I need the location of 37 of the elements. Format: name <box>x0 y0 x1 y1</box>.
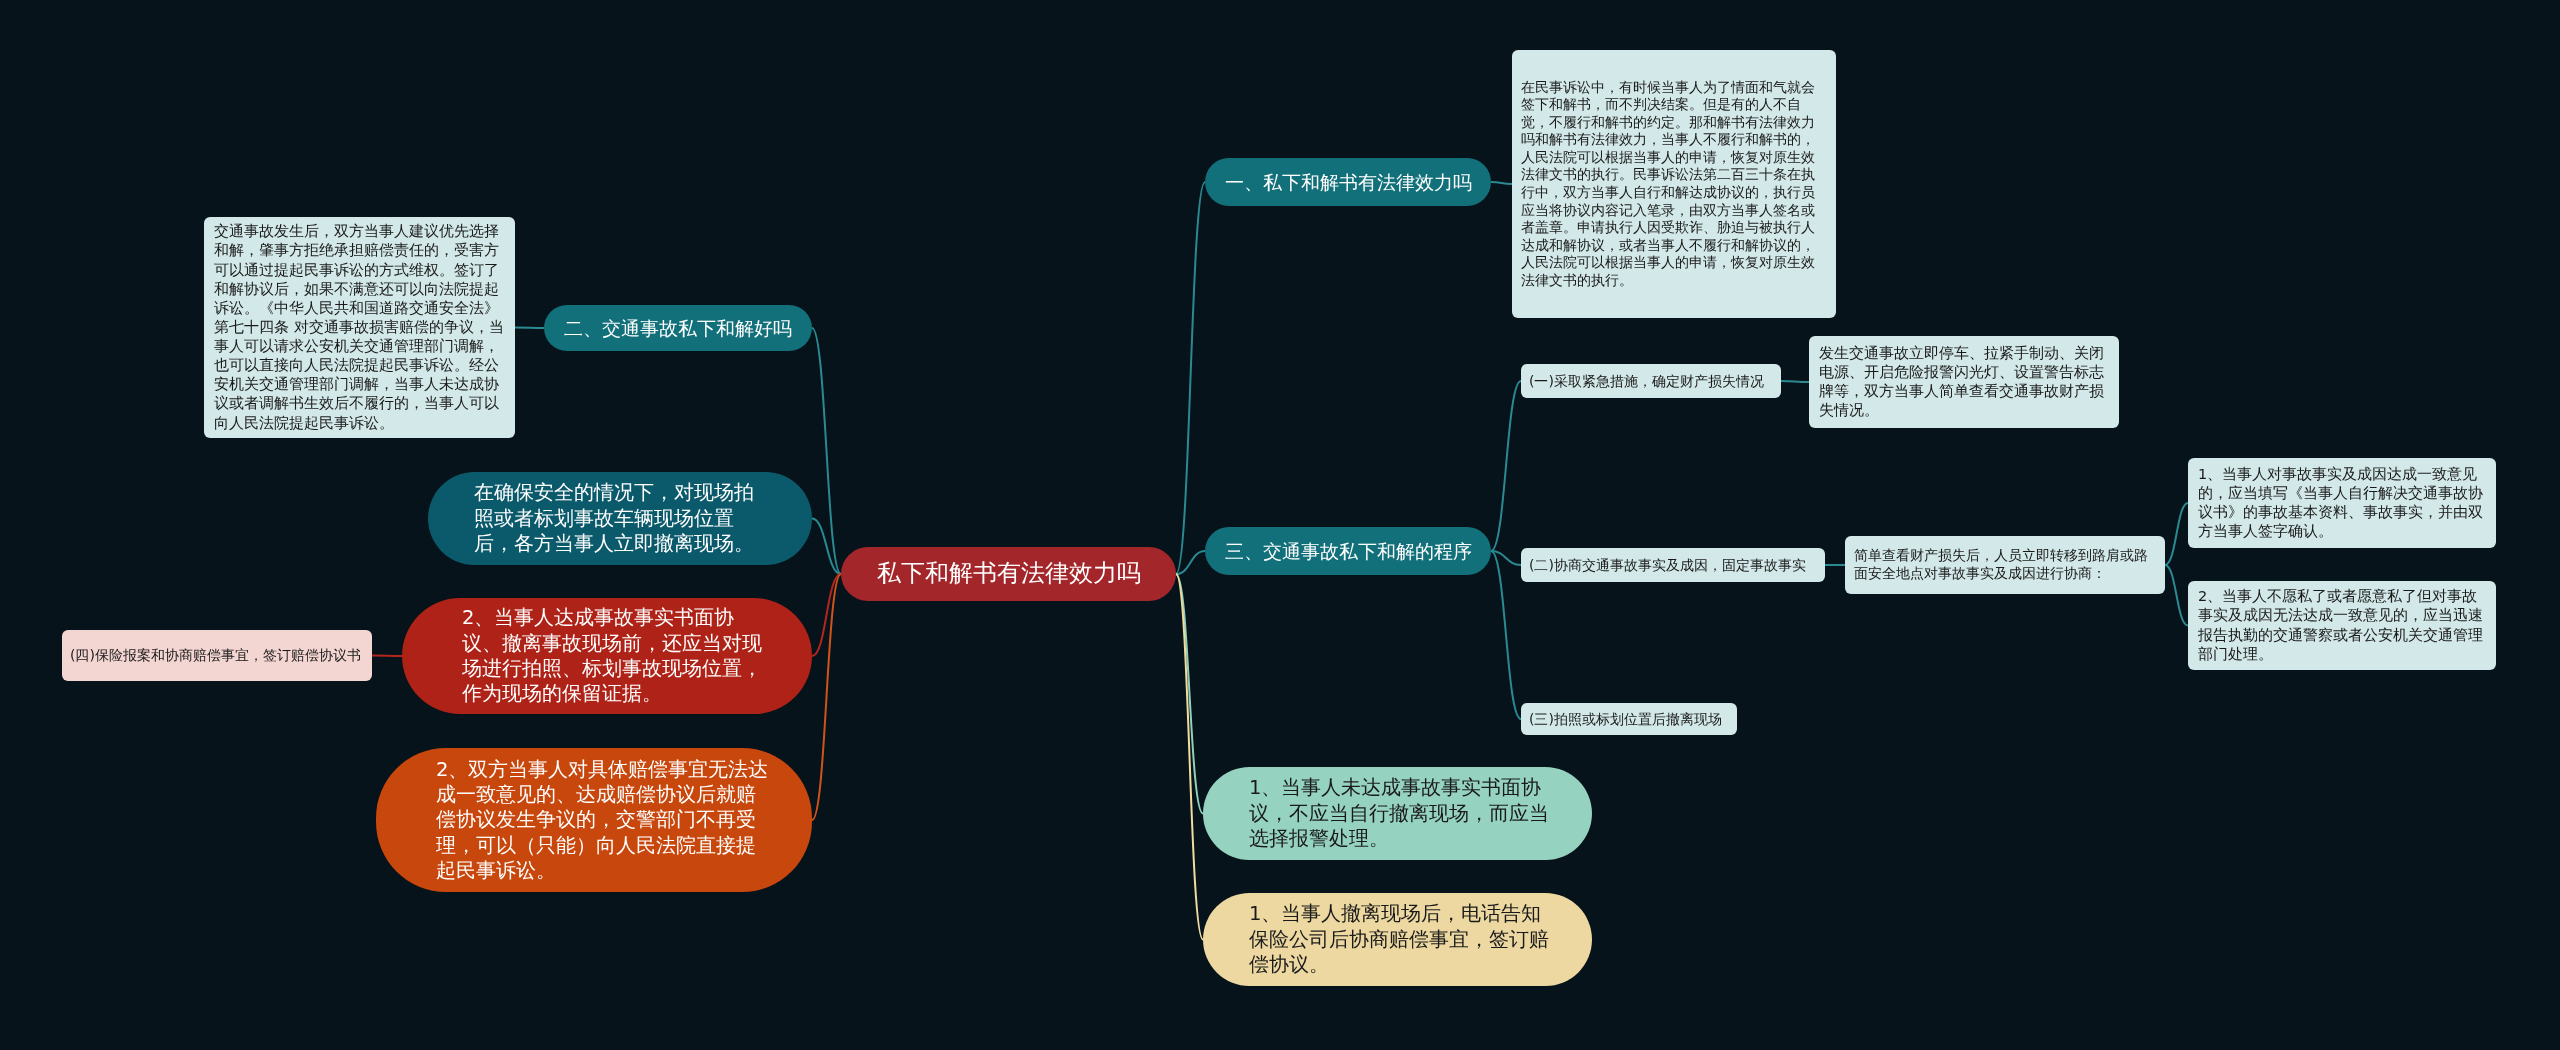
connector-line <box>514 326 545 329</box>
topic-pill: 1、当事人未达成事故事实书面协议，不应当自行撤离现场，而应当选择报警处理。 <box>1203 767 1592 860</box>
subtopic-card: (三)拍照或标划位置后撤离现场 <box>1521 703 1737 735</box>
connector-line <box>1780 380 1810 383</box>
connector-line <box>1490 550 1522 566</box>
text-card: 发生交通事故立即停车、拉紧手制动、关闭电源、开启危险报警闪光灯、设置警告标志牌等，双方当事人简单查看交通事故财产损失情况。 <box>1809 336 2119 428</box>
connector-line <box>811 573 842 821</box>
branch-topic: 一、私下和解书有法律效力吗 <box>1205 158 1491 206</box>
branch-topic: 二、交通事故私下和解好吗 <box>544 305 812 351</box>
text-card: 交通事故发生后，双方当事人建议优先选择和解，肇事方拒绝承担赔偿责任的，受害方可以通过提起民事诉讼的方式维权。签订了和解协议后，如果不满意还可以向法院提起诉讼。《中华人民共和国道路交通安全法》第七十四条 对交通事故损害赔偿的争议，当事人可以请求公安机关交通管理部门调解，也可以直接向人民法院提起民事诉讼。经公安机关交通管理部门调解，当事人未达成协议或者调解书生效后不履行的，当事人可以向人民法院提起民事诉讼。 <box>204 217 515 438</box>
connector-line <box>1175 573 1204 941</box>
topic-pill: 在确保安全的情况下，对现场拍照或者标划事故车辆现场位置后，各方当事人立即撤离现场。 <box>428 472 812 565</box>
connector-line <box>811 327 842 575</box>
connector-line <box>2164 564 2189 627</box>
topic-pill: 2、当事人达成事故事实书面协议、撤离事故现场前，还应当对现场进行拍照、标划事故现场位置，作为现场的保留证据。 <box>402 598 812 714</box>
subtopic-card: (一)采取紧急措施，确定财产损失情况 <box>1521 364 1781 398</box>
topic-pill: 2、双方当事人对具体赔偿事宜无法达成一致意见的、达成赔偿协议后就赔偿协议发生争议的，交警部门不再受理，可以（只能）向人民法院直接提起民事诉讼。 <box>376 748 812 892</box>
text-card: 1、当事人对事故事实及成因达成一致意见的，应当填写《当事人自行解决交通事故协议书》的事故基本资料、事故事实，并由双方当事人签字确认。 <box>2188 458 2496 548</box>
topic-pill: 1、当事人撤离现场后，电话告知保险公司后协商赔偿事宜，签订赔偿协议。 <box>1203 893 1592 986</box>
text-card: 在民事诉讼中，有时候当事人为了情面和气就会签下和解书，而不判决结案。但是有的人不自觉，不履行和解书的约定。那和解书有法律效力吗和解书有法律效力，当事人不履行和解书的，人民法院可以根据当事人的申请，恢复对原生效法律文书的执行。民事诉讼法第二百三十条在执行中，双方当事人自行和解达成协议的，执行员应当将协议内容记入笔录，由双方当事人签名或者盖章。申请执行人因受欺诈、胁迫与被执行人达成和解协议，或者当事人不履行和解协议的，人民法院可以根据当事人的申请，恢复对原生效法律文书的执行。 <box>1512 50 1836 318</box>
central-topic: 私下和解书有法律效力吗 <box>841 547 1176 601</box>
connector-line <box>371 654 403 657</box>
connector-line <box>1175 181 1206 575</box>
connector-line <box>1824 564 1846 566</box>
connector-line <box>1175 573 1204 815</box>
branch-topic: 三、交通事故私下和解的程序 <box>1205 527 1491 575</box>
connector-line <box>1490 181 1513 185</box>
connector-line <box>1490 380 1522 552</box>
text-card: 2、当事人不愿私了或者愿意私了但对事故事实及成因无法达成一致意见的，应当迅速报告执勤的交通警察或者公安机关交通管理部门处理。 <box>2188 581 2496 670</box>
connector-line <box>811 517 842 575</box>
subtopic-card: (四)保险报案和协商赔偿事宜，签订赔偿协议书 <box>62 630 372 681</box>
connector-line <box>1175 550 1206 575</box>
text-card: 简单查看财产损失后，人员立即转移到路肩或路面安全地点对事故事实及成因进行协商： <box>1845 536 2165 594</box>
subtopic-card: (二)协商交通事故事实及成因，固定事故事实 <box>1521 548 1825 582</box>
connector-line <box>2164 502 2189 566</box>
connector-line <box>1490 550 1522 720</box>
connector-line <box>811 573 842 657</box>
